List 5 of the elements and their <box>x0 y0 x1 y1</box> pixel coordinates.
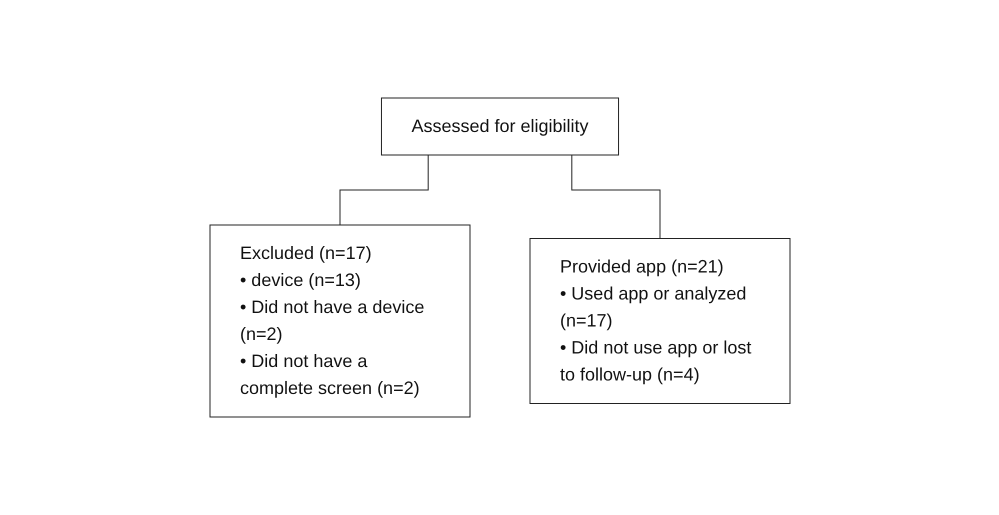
connector <box>570 154 660 239</box>
node-box: Assessed for eligibility <box>380 98 619 156</box>
node-box: Provided app (n=21) • Used app or analyzed (n=17) • Did not use app or lost to follow-up (n=4) <box>529 238 790 404</box>
connector <box>339 154 428 226</box>
node-box: Excluded (n=17) • device (n=13) • Did not have a device (n=2) • Did not have a complete screen (n=2) <box>209 224 470 418</box>
